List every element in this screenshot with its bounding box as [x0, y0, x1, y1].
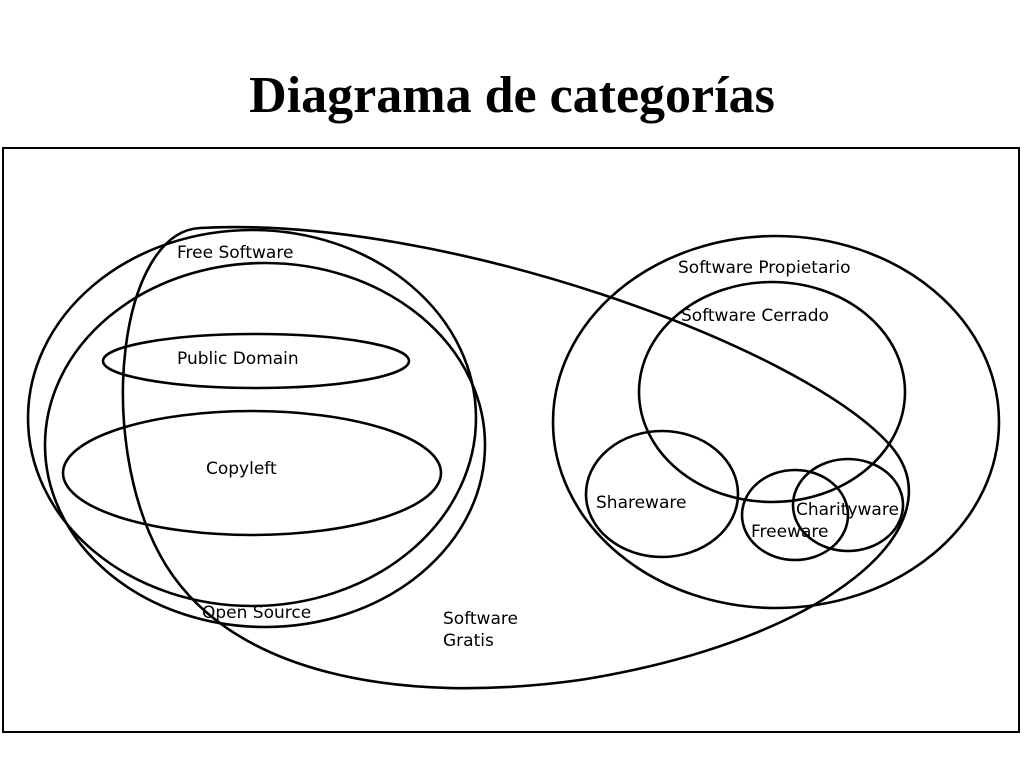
software-propietario-label: Software Propietario [678, 258, 850, 278]
freeware-label: Freeware [751, 522, 828, 542]
copyleft-ellipse [61, 409, 443, 537]
free-software-label: Free Software [177, 243, 293, 263]
charityware-circle [791, 457, 905, 553]
freeware-circle [740, 468, 850, 562]
copyleft-label: Copyleft [206, 459, 277, 479]
software-gratis-label-line1: Software [443, 609, 518, 629]
software-gratis-loop [121, 225, 911, 690]
software-cerrado-label: Software Cerrado [681, 306, 829, 326]
shareware-label: Shareware [596, 493, 686, 513]
software-propietario-circle [551, 234, 1001, 610]
open-source-circle [43, 261, 487, 629]
open-source-label: Open Source [202, 603, 311, 623]
public-domain-ellipse [101, 332, 411, 390]
diagram-frame [2, 147, 1020, 733]
software-cerrado-circle [637, 280, 907, 504]
software-gratis-label-line2: Gratis [443, 631, 494, 651]
charityware-label: Charityware [796, 500, 899, 520]
page-title: Diagrama de categorías [249, 67, 775, 124]
free-software-circle [26, 228, 478, 608]
public-domain-label: Public Domain [177, 349, 299, 369]
shareware-circle [584, 429, 740, 559]
